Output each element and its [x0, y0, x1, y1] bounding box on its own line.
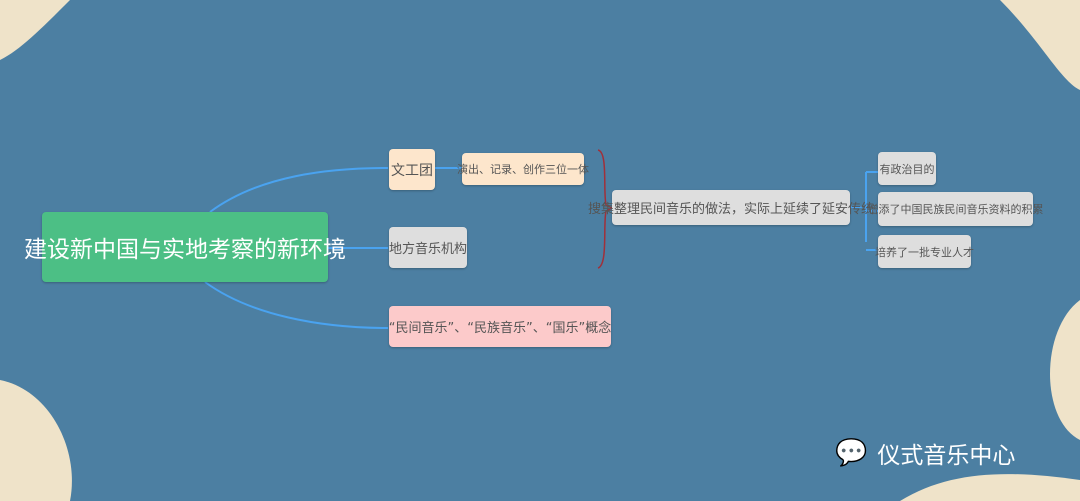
- node-wgt[interactable]: 文工团: [389, 149, 435, 190]
- node-dfyy[interactable]: 地方音乐机构: [389, 227, 467, 268]
- corner-decoration: [1050, 300, 1080, 440]
- result-item[interactable]: 有政治目的: [878, 152, 936, 185]
- watermark: 💬 仪式音乐中心: [835, 436, 1015, 470]
- node-wgt-child[interactable]: 演出、记录、创作三位一体: [457, 153, 589, 185]
- node-concept[interactable]: “民间音乐”、“民族音乐”、“国乐”概念: [389, 306, 611, 347]
- corner-decoration: [0, 0, 70, 60]
- wechat-icon: 💬: [835, 438, 868, 468]
- watermark-text: 仪式音乐中心: [877, 443, 1016, 469]
- result-item[interactable]: 增添了中国民族民间音乐资料的积累: [868, 192, 1044, 226]
- node-summary[interactable]: 搜集整理民间音乐的做法，实际上延续了延安传统: [588, 190, 874, 225]
- brace: [597, 149, 614, 269]
- corner-decoration: [1000, 0, 1080, 90]
- corner-decoration: [900, 474, 1080, 501]
- corner-decoration: [0, 380, 72, 501]
- root-node[interactable]: 建设新中国与实地考察的新环境: [24, 212, 346, 282]
- result-item[interactable]: 培养了一批专业人才: [875, 235, 974, 268]
